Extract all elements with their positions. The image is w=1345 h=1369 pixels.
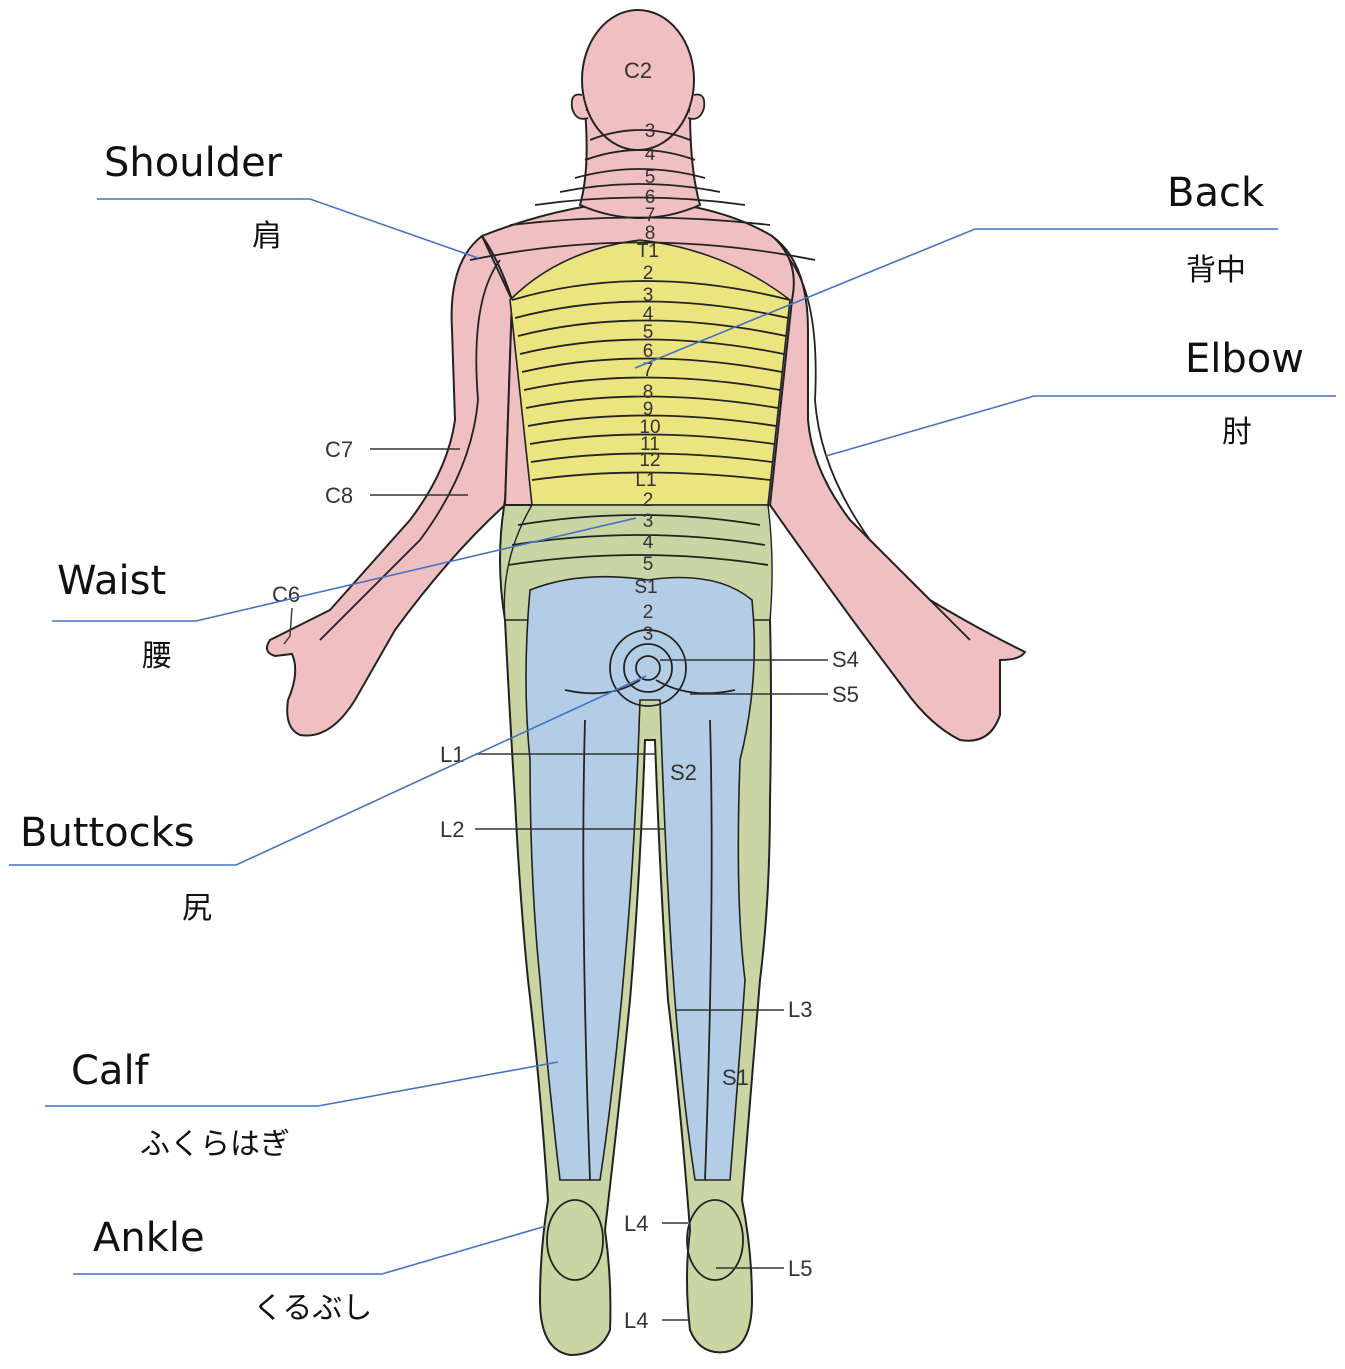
shoulder-leader — [97, 199, 478, 258]
spine-label: 3 — [645, 121, 656, 142]
sacral-region — [526, 577, 754, 1180]
waist-jp-label: 腰 — [142, 639, 172, 674]
spine-label: 6 — [643, 341, 654, 362]
spine-label: 4 — [645, 144, 656, 165]
spine-label: 3 — [643, 511, 654, 532]
s2-label: S2 — [670, 760, 697, 785]
elbow-leader — [826, 396, 1336, 456]
right-arm — [765, 236, 1025, 741]
l4-upper-label: L4 — [624, 1211, 648, 1236]
back-label: Back — [1167, 170, 1265, 216]
s4-label: S4 — [832, 647, 859, 672]
spine-label: 2 — [643, 263, 654, 284]
shoulder-jp-label: 肩 — [252, 219, 282, 254]
ankle-jp-label: くるぶし — [253, 1291, 372, 1326]
l4-lower-label: L4 — [624, 1308, 648, 1333]
s1-label: S1 — [722, 1065, 749, 1090]
buttocks-label: Buttocks — [20, 810, 195, 856]
l2-label: L2 — [440, 817, 464, 842]
spine-label: S1 — [634, 577, 657, 598]
ankle-label: Ankle — [93, 1215, 205, 1261]
shoulder-label: Shoulder — [104, 140, 283, 186]
calf-jp-label: ふくらはぎ — [140, 1127, 290, 1162]
spine-label: 5 — [643, 322, 654, 343]
l5-label: L5 — [788, 1256, 812, 1281]
spine-label: 4 — [643, 532, 654, 553]
c7-label: C7 — [325, 437, 353, 462]
spine-label: 5 — [645, 167, 656, 188]
spine-label: L1 — [635, 470, 656, 491]
c6-label: C6 — [272, 582, 300, 607]
c8-label: C8 — [325, 483, 353, 508]
head-segment-label: C2 — [624, 58, 652, 83]
spine-label: 5 — [643, 554, 654, 575]
spine-label: 2 — [643, 602, 654, 623]
waist-label: Waist — [57, 558, 166, 604]
l3-label: L3 — [788, 997, 812, 1022]
spine-label: 12 — [639, 450, 660, 471]
left-arm — [267, 236, 512, 736]
spine-label: 2 — [643, 490, 654, 511]
spine-label: 3 — [643, 285, 654, 306]
calf-label: Calf — [71, 1048, 150, 1094]
back-jp-label: 背中 — [1186, 253, 1246, 288]
l1-label: L1 — [440, 742, 464, 767]
spine-label: 3 — [643, 624, 654, 645]
spine-label: T1 — [637, 241, 659, 262]
s5-label: S5 — [832, 682, 859, 707]
elbow-jp-label: 肘 — [1222, 415, 1252, 450]
buttocks-jp-label: 尻 — [182, 891, 212, 926]
elbow-label: Elbow — [1185, 336, 1304, 382]
